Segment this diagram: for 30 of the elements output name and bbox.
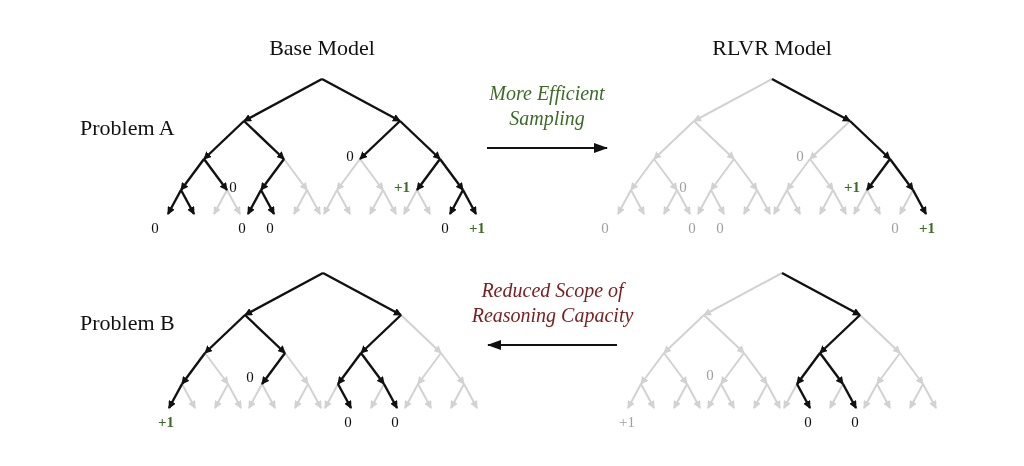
reward-value: +1: [918, 220, 936, 236]
row-label: Problem B: [80, 312, 175, 334]
reward-value: 0: [441, 220, 449, 236]
column-title: RLVR Model: [712, 37, 832, 59]
reward-value: 0: [796, 148, 804, 164]
reward-value: 0: [891, 220, 899, 236]
reward-value: +1: [393, 179, 411, 195]
reward-value: 0: [238, 220, 246, 236]
column-title: Base Model: [269, 37, 375, 59]
reward-value: 0: [804, 414, 812, 430]
reward-value: 0: [601, 220, 609, 236]
arrow: [487, 340, 618, 350]
reward-value: 0: [246, 369, 254, 385]
reward-value: 0: [346, 148, 354, 164]
reward-value: 0: [679, 179, 687, 195]
reward-value: 0: [344, 414, 352, 430]
arrow: [486, 143, 608, 153]
reward-value: 0: [706, 367, 714, 383]
reward-value: 0: [266, 220, 274, 236]
reward-value: 0: [688, 220, 696, 236]
reward-value: 0: [229, 179, 237, 195]
reward-value: 0: [716, 220, 724, 236]
row-label: Problem A: [80, 117, 175, 139]
reward-value: 0: [151, 220, 159, 236]
reward-value: +1: [468, 220, 486, 236]
reward-value: +1: [619, 414, 635, 430]
reward-value: +1: [157, 414, 175, 430]
reward-value: +1: [843, 179, 861, 195]
reward-value: 0: [391, 414, 399, 430]
reward-value: 0: [851, 414, 859, 430]
